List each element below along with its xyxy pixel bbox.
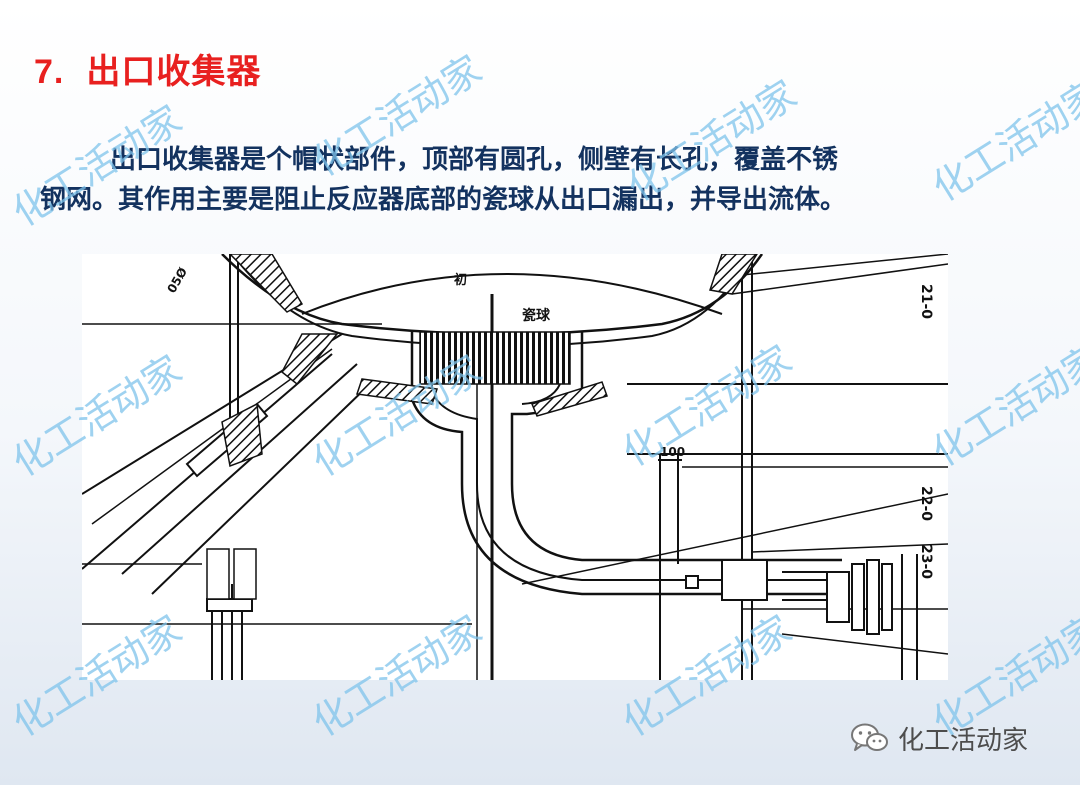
drawing-svg: 瓷球 100 初 21-0 22-0 23-0 05Ø [82, 254, 948, 680]
label-ceramic-balls: 瓷球 [522, 307, 551, 324]
paragraph-line-1: 出口收集器是个帽状部件，顶部有圆孔，侧壁有长孔，覆盖不锈 [110, 145, 839, 175]
slide-title: 7. 出口收集器 [34, 44, 261, 93]
outlet-collector-drawing: 瓷球 100 初 21-0 22-0 23-0 05Ø [82, 254, 948, 680]
label-nozzle-22: 22-0 [918, 486, 934, 521]
label-dimension: 100 [660, 445, 685, 459]
section-title: 出口收集器 [86, 52, 262, 92]
wechat-icon [850, 722, 890, 754]
section-number: 7. [34, 53, 65, 91]
paragraph-line-2: 钢网。其作用主要是阻止反应器底部的瓷球从出口漏出，并导出流体。 [40, 185, 847, 215]
label-upper-note: 初 [454, 272, 467, 288]
brand-name: 化工活动家 [898, 725, 1029, 756]
label-nozzle-23: 23-0 [918, 544, 934, 579]
label-nozzle-21: 21-0 [918, 284, 934, 319]
label-left-note: 05Ø [164, 265, 190, 295]
brand-badge: 化工活动家 [850, 720, 1028, 756]
description-paragraph: 出口收集器是个帽状部件，顶部有圆孔，侧壁有长孔，覆盖不锈 钢网。其作用主要是阻止… [40, 140, 1050, 220]
